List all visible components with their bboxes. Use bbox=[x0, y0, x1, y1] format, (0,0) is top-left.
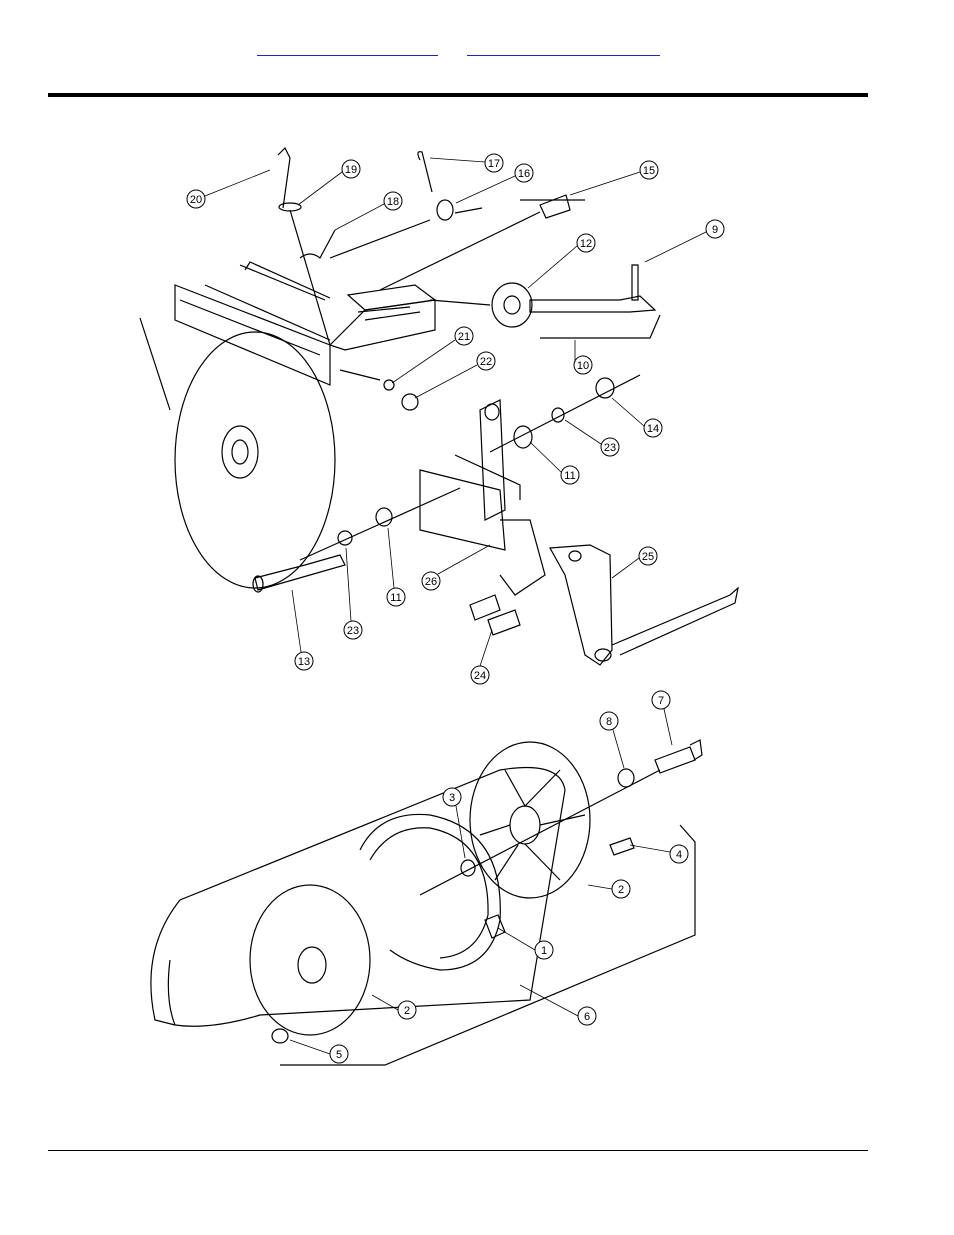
callout-label: 25 bbox=[642, 551, 654, 563]
callout-label: 6 bbox=[584, 1011, 590, 1023]
parts-exploded-diagram: 20 19 17 16 15 18 12 9 10 21 22 14 23 11… bbox=[139, 146, 739, 1066]
callout-label: 26 bbox=[425, 576, 437, 588]
callout-label: 22 bbox=[480, 356, 492, 368]
callout-label: 24 bbox=[474, 670, 486, 682]
header-link-2[interactable] bbox=[467, 43, 660, 56]
callout-label: 2 bbox=[618, 884, 624, 896]
callout-label: 18 bbox=[387, 196, 399, 208]
footer-rule bbox=[48, 1150, 868, 1151]
header-link-1[interactable] bbox=[257, 43, 438, 56]
upper-blade-disc bbox=[174, 331, 336, 589]
diagram-linework bbox=[139, 146, 739, 1066]
knob bbox=[491, 282, 533, 328]
callout-label: 10 bbox=[577, 360, 589, 372]
hub-disc-left bbox=[249, 884, 371, 1036]
callout-label: 5 bbox=[336, 1049, 342, 1061]
lower-blade bbox=[150, 766, 566, 1027]
callout-label: 17 bbox=[488, 158, 500, 170]
callout-label: 4 bbox=[676, 849, 682, 861]
callout-label: 21 bbox=[458, 331, 470, 343]
callout-label: 15 bbox=[643, 165, 655, 177]
callout-label: 8 bbox=[606, 716, 612, 728]
header-rule bbox=[48, 93, 868, 97]
callout-label: 1 bbox=[541, 945, 547, 957]
callout-label: 16 bbox=[518, 168, 530, 180]
callout-label: 12 bbox=[580, 238, 592, 250]
callout-label: 11 bbox=[390, 592, 401, 604]
callout-label: 11 bbox=[564, 470, 575, 482]
callout-label: 14 bbox=[647, 423, 659, 435]
callout-label: 19 bbox=[345, 164, 357, 176]
callout-label: 23 bbox=[604, 442, 616, 454]
leader-lines bbox=[204, 157, 707, 1055]
hub-disc-right bbox=[469, 741, 591, 899]
callout-label: 3 bbox=[449, 792, 455, 804]
callout-label: 2 bbox=[404, 1005, 410, 1017]
callout-label: 13 bbox=[298, 656, 310, 668]
callout-label: 20 bbox=[190, 194, 202, 206]
callouts: 20 19 17 16 15 18 12 9 10 21 22 14 23 11… bbox=[186, 153, 725, 1064]
callout-label: 9 bbox=[712, 224, 718, 236]
callout-label: 7 bbox=[658, 695, 664, 707]
callout-label: 23 bbox=[347, 625, 359, 637]
